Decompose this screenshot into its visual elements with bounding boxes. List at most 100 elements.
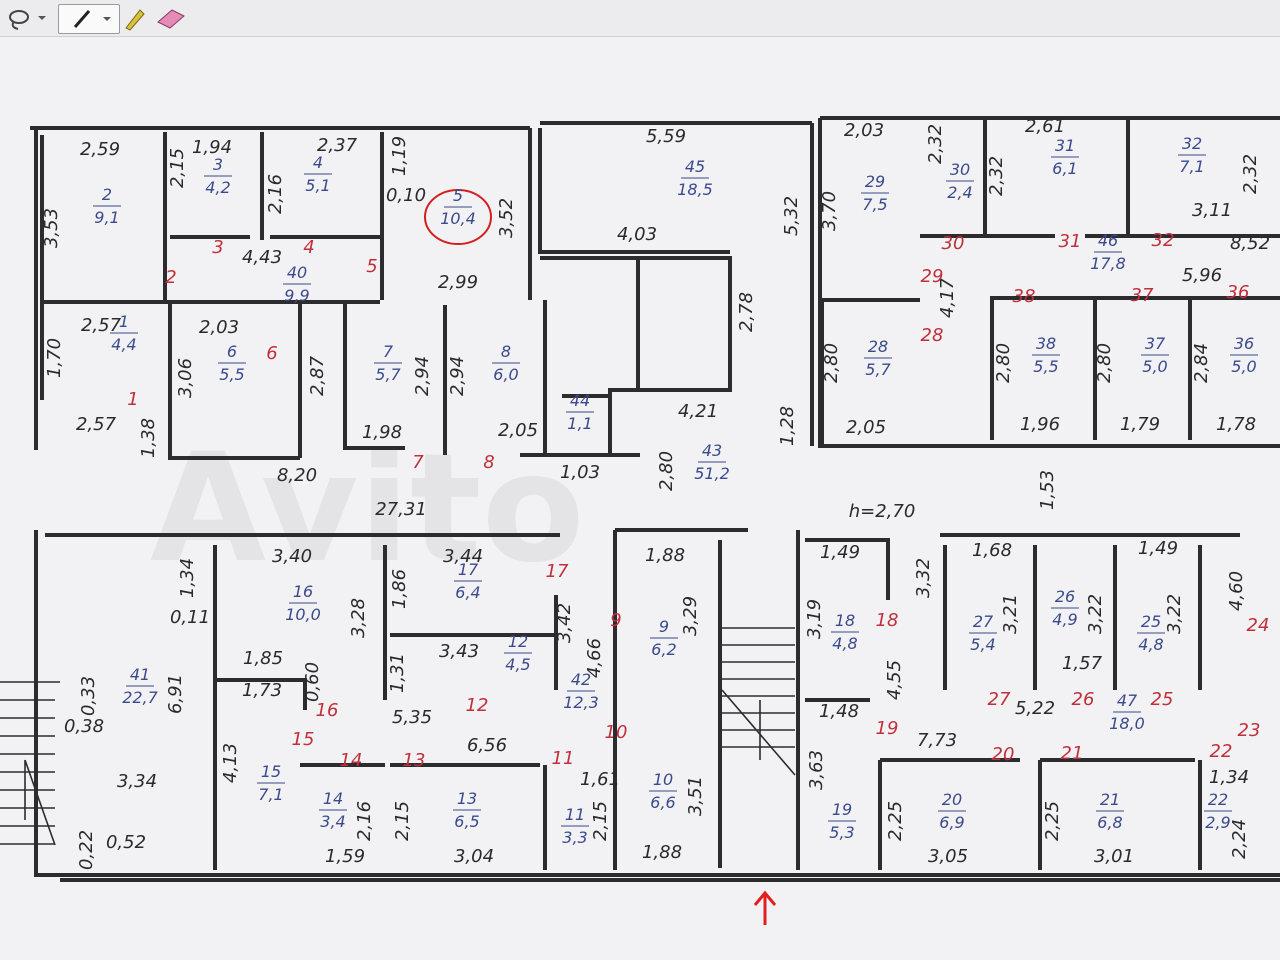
dimension-label: 3,44 [443, 546, 483, 567]
room-area-13: 6,5 [454, 812, 479, 831]
dimension-label: 2,94 [412, 356, 433, 396]
dimension-label: 2,80 [821, 343, 842, 383]
dimension-label: 2,80 [656, 451, 677, 491]
dimension-label: 3,01 [1094, 846, 1134, 867]
dimension-label: 1,28 [777, 406, 798, 446]
dimension-label: 3,34 [117, 771, 157, 792]
room-number-41: 41 [130, 665, 150, 684]
door-number-23: 23 [1238, 720, 1261, 741]
room-area-38: 5,5 [1033, 357, 1058, 376]
dimension-label: 0,52 [106, 832, 146, 853]
door-number-32: 32 [1152, 230, 1175, 251]
dimension-label: 1,61 [580, 769, 620, 790]
room-area-17: 6,4 [455, 583, 480, 602]
lasso-select-icon[interactable] [4, 4, 46, 32]
dimension-label: 3,22 [1085, 594, 1106, 634]
room-number-16: 16 [293, 582, 313, 601]
room-number-9: 9 [659, 617, 669, 636]
door-number-10: 10 [605, 722, 628, 743]
dimension-label: 2,25 [1042, 801, 1063, 841]
room-number-44: 44 [570, 391, 590, 410]
dimension-label: 1,85 [243, 648, 283, 669]
entrance-arrow [753, 890, 777, 925]
room-area-37: 5,0 [1142, 357, 1167, 376]
dimension-label: 2,80 [993, 343, 1014, 383]
dimension-label: 4,66 [584, 638, 605, 678]
dimension-label: 1,79 [1120, 414, 1160, 435]
room-area-1: 4,4 [111, 335, 136, 354]
room-number-17: 17 [458, 560, 479, 579]
dimension-label: 0,33 [78, 676, 99, 716]
dimension-label: 2,32 [925, 124, 946, 164]
room-area-2: 9,1 [94, 208, 119, 227]
dimension-label: 2,37 [317, 135, 358, 156]
room-number-27: 27 [973, 612, 994, 631]
room-number-29: 29 [865, 172, 885, 191]
dimension-label: 3,40 [272, 546, 312, 567]
room-number-22: 22 [1208, 790, 1228, 809]
door-number-19: 19 [876, 718, 899, 739]
door-number-38: 38 [1013, 286, 1036, 307]
dimension-label: 2,32 [986, 156, 1007, 196]
dimension-label: 3,51 [685, 776, 706, 816]
dimension-label: 6,56 [467, 735, 507, 756]
room-area-31: 6,1 [1052, 159, 1077, 178]
room-area-12: 4,5 [505, 655, 530, 674]
dimension-label: 2,24 [1229, 819, 1250, 859]
room-area-46: 17,8 [1090, 254, 1126, 273]
dimension-label: 2,15 [392, 801, 413, 841]
door-number-2: 2 [165, 267, 176, 288]
dimension-label: 1,88 [645, 545, 685, 566]
room-area-16: 10,0 [285, 605, 321, 624]
dimension-label: 3,52 [496, 198, 517, 238]
dimension-label: 1,49 [820, 542, 860, 563]
pen-tool-button[interactable] [58, 4, 120, 34]
room-area-22: 2,9 [1205, 813, 1230, 832]
room-number-42: 42 [571, 670, 591, 689]
room-area-36: 5,0 [1231, 357, 1256, 376]
dimension-label: 0,11 [170, 607, 210, 628]
dimension-label: h=2,70 [849, 501, 916, 522]
dimension-label: 4,13 [220, 743, 241, 783]
room-number-46: 46 [1098, 231, 1118, 250]
room-area-5: 10,4 [440, 209, 476, 228]
dimension-label: 2,80 [1094, 343, 1115, 383]
dimension-label: 1,98 [362, 422, 402, 443]
room-area-41: 22,7 [122, 688, 158, 707]
eraser-icon[interactable] [152, 4, 188, 32]
dimension-label: 4,60 [1226, 571, 1247, 611]
room-number-47: 47 [1117, 691, 1138, 710]
dimension-label: 3,53 [41, 208, 62, 248]
watermark: Avito [150, 422, 585, 596]
dimension-label: 1,53 [1037, 470, 1058, 510]
dimension-label: 2,16 [354, 801, 375, 841]
dimension-label: 2,94 [447, 356, 468, 396]
staircase-center [721, 627, 796, 776]
dimension-label: 2,78 [736, 292, 757, 332]
room-area-7: 5,7 [375, 365, 401, 384]
dimension-label: 1,34 [177, 558, 198, 598]
room-area-42: 12,3 [563, 693, 599, 712]
dimension-label: 2,57 [81, 315, 122, 336]
pencil-icon[interactable] [120, 4, 146, 32]
room-area-11: 3,3 [562, 828, 587, 847]
room-number-3: 3 [213, 155, 223, 174]
dimension-label: 3,32 [913, 558, 934, 598]
room-number-6: 6 [227, 342, 237, 361]
dimension-label: 2,32 [1240, 154, 1261, 194]
dimension-label: 2,15 [167, 148, 188, 188]
door-number-4: 4 [303, 237, 314, 258]
room-area-6: 5,5 [219, 365, 244, 384]
dimension-label: 2,87 [307, 355, 328, 396]
dimension-label: 3,28 [348, 598, 369, 638]
dimension-label: 4,21 [678, 401, 718, 422]
room-number-12: 12 [508, 632, 528, 651]
room-number-37: 37 [1145, 334, 1166, 353]
door-number-16: 16 [316, 700, 339, 721]
dimension-label: 1,96 [1020, 414, 1060, 435]
dimension-label: 2,03 [844, 120, 884, 141]
dimension-label: 1,49 [1138, 538, 1178, 559]
door-number-12: 12 [466, 695, 489, 716]
dimension-label: 1,31 [387, 653, 408, 693]
